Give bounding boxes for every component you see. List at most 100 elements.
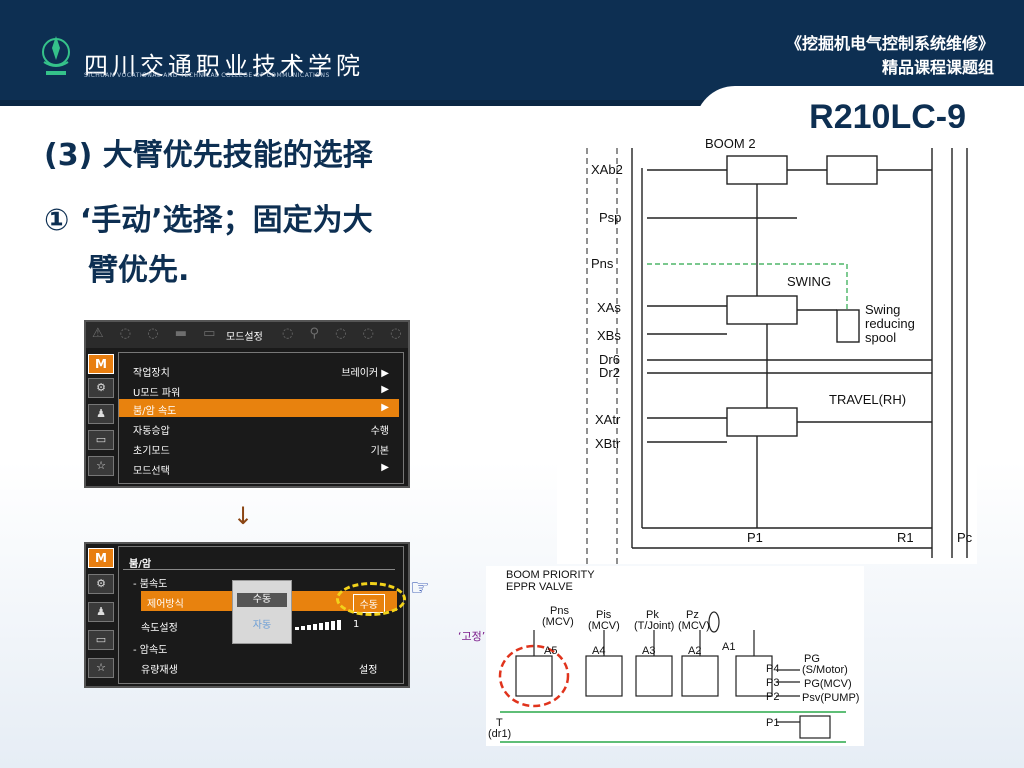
school-name: 四川交通职业技术学院 <box>84 52 364 80</box>
bullet-line-2: 臂优先. <box>88 253 190 288</box>
star-icon[interactable]: ☆ <box>88 456 114 476</box>
menu-item-initial-mode[interactable]: 초기모드 기본 <box>119 439 399 457</box>
popup-option-manual[interactable]: 수동 <box>237 593 287 607</box>
menu-item-value: 수행 <box>370 426 389 437</box>
menu-item-attachment[interactable]: 작업장치 브레이커 ▶ <box>119 361 399 379</box>
menu-item-value: 기본 <box>370 446 389 457</box>
mode-popup: 수동 자동 <box>232 580 292 644</box>
label-pg-mcv: PG(MCV) <box>804 678 852 690</box>
label-dr1: (dr1) <box>488 728 511 740</box>
display-icon[interactable]: ▭ <box>88 630 114 650</box>
label-pns-mcv: (MCV) <box>542 616 574 628</box>
label-t: T <box>496 717 503 729</box>
label-pk: Pk <box>646 609 659 621</box>
screen-title: 모드설정 <box>226 332 263 343</box>
control-mode-label: 제어방식 <box>147 599 184 610</box>
label-a3: A3 <box>642 645 655 657</box>
pointing-hand-icon: ☞ <box>410 576 430 601</box>
college-logo-icon <box>42 36 70 75</box>
label-xatr: XAtr <box>595 412 621 427</box>
menu-item-label: U모드 파워 <box>133 388 181 399</box>
label-xbs: XBs <box>597 328 621 343</box>
label-xbtr: XBtr <box>595 436 621 451</box>
label-pg: PG <box>804 653 820 665</box>
label-pns: Pns <box>550 605 569 617</box>
course-title: 《挖掘机电气控制系统维修》 <box>785 34 994 53</box>
bullet-line-1: ① ‘手动’选择；固定为大 <box>44 203 373 238</box>
highlight-oval <box>336 582 406 616</box>
menu-item-value: 브레이커 ▶ <box>341 368 389 379</box>
gear-icon[interactable]: ⚙ <box>88 378 114 398</box>
panel-divider <box>123 569 395 570</box>
label-p1: P1 <box>747 530 763 545</box>
section-heading: (3) 大臂优先技能的选择 <box>44 138 373 173</box>
arm-speed-label: - 암속도 <box>133 645 168 656</box>
label-pc: Pc <box>957 530 973 545</box>
label-dr2: Dr2 <box>599 365 620 380</box>
label-pz-mcv: (MCV) <box>678 620 710 632</box>
panel-title: 붐/암 <box>129 559 152 570</box>
school-subtitle: SICHUAN VOCATIONAL AND TECHNICAL COLLEGE… <box>84 72 330 79</box>
display-icon[interactable]: ▭ <box>88 430 114 450</box>
popup-option-auto[interactable]: 자동 <box>252 620 272 631</box>
label-swing-spool-2: reducing <box>865 316 915 331</box>
menu-item-label: 모드선택 <box>133 466 170 477</box>
label-xab2: XAb2 <box>591 162 623 177</box>
label-swing: SWING <box>787 274 831 289</box>
label-swing-spool-3: spool <box>865 330 896 345</box>
fixed-label: ‘고정’ <box>458 630 486 643</box>
speed-setting-label: 속도설정 <box>141 623 178 634</box>
menu-item-value: ▶ <box>381 384 389 395</box>
label-a2: A2 <box>688 645 701 657</box>
star-icon[interactable]: ☆ <box>88 658 114 678</box>
menu-item-label: 작업장치 <box>133 368 170 379</box>
menu-item-u-mode-power[interactable]: U모드 파워 ▶ <box>119 381 399 399</box>
status-icons-right: ◌ ⚲ ◌ ◌ ◌ <box>282 326 408 341</box>
label-psv-pump: Psv(PUMP) <box>802 692 859 704</box>
menu-item-boom-arm-speed[interactable]: 붐/암 속도 ▶ <box>119 399 399 417</box>
label-pz: Pz <box>686 609 699 621</box>
label-p2: P2 <box>766 691 779 703</box>
menu-mode-button[interactable]: M <box>88 354 114 374</box>
menu-item-auto-boost[interactable]: 자동승압 수행 <box>119 419 399 437</box>
label-pis: Pis <box>596 609 612 621</box>
label-p3: P3 <box>766 677 779 689</box>
label-pg-smotor: (S/Motor) <box>802 664 848 676</box>
label-pk-joint: (T/Joint) <box>634 620 674 632</box>
label-psp: Psp <box>599 210 621 225</box>
menu-mode-button[interactable]: M <box>88 548 114 568</box>
label-travel-rh: TRAVEL(RH) <box>829 392 906 407</box>
mode-setting-screen: ⚠ ◌ ◌ ▬ ▭ 모드설정 ◌ ⚲ ◌ ◌ ◌ M ⚙ ♟ ▭ ☆ 작업장치 … <box>84 320 410 488</box>
course-subtitle: 精品课程课题组 <box>881 58 994 77</box>
user-icon[interactable]: ♟ <box>88 404 114 424</box>
label-a4: A4 <box>592 645 605 657</box>
header-bar <box>0 0 1024 100</box>
label-pis-mcv: (MCV) <box>588 620 620 632</box>
label-p4: P4 <box>766 663 779 675</box>
user-icon[interactable]: ♟ <box>88 602 114 622</box>
label-boom2: BOOM 2 <box>705 136 756 151</box>
boom-priority-eppr-schematic: BOOM PRIORITY EPPR VALVE Pns (MCV) Pis (… <box>486 566 864 746</box>
status-icons: ⚠ ◌ ◌ ▬ ▭ <box>92 326 222 341</box>
menu-item-label: 자동승압 <box>133 426 170 437</box>
screen-top-bar: ⚠ ◌ ◌ ▬ ▭ 모드설정 ◌ ⚲ ◌ ◌ ◌ <box>86 322 408 348</box>
boom-arm-screen: M ⚙ ♟ ▭ ☆ 붐/암 - 붐속도 제어방식 수동 속도설정 <box>84 542 410 688</box>
label-xas: XAs <box>597 300 621 315</box>
menu-item-value: ▶ <box>381 402 389 413</box>
speed-slider[interactable] <box>295 619 347 631</box>
menu-item-label: 붐/암 속도 <box>133 406 177 417</box>
menu-item-mode-select[interactable]: 모드선택 ▶ <box>119 459 399 477</box>
menu-item-value: ▶ <box>381 462 389 473</box>
label-dr6: Dr6 <box>599 352 620 367</box>
label-pns: Pns <box>591 256 614 271</box>
label-a5: A5 <box>544 645 557 657</box>
gear-icon[interactable]: ⚙ <box>88 574 114 594</box>
down-arrow-icon: ↓ <box>233 502 254 530</box>
boom-speed-label: - 붐속도 <box>133 579 168 590</box>
label-r1: R1 <box>897 530 914 545</box>
label-a1: A1 <box>722 641 735 653</box>
menu-list: 작업장치 브레이커 ▶ U모드 파워 ▶ 붐/암 속도 ▶ 자동승압 수행 초기… <box>118 352 404 484</box>
label-swing-spool-1: Swing <box>865 302 900 317</box>
label-eppr-valve: EPPR VALVE <box>506 581 573 593</box>
